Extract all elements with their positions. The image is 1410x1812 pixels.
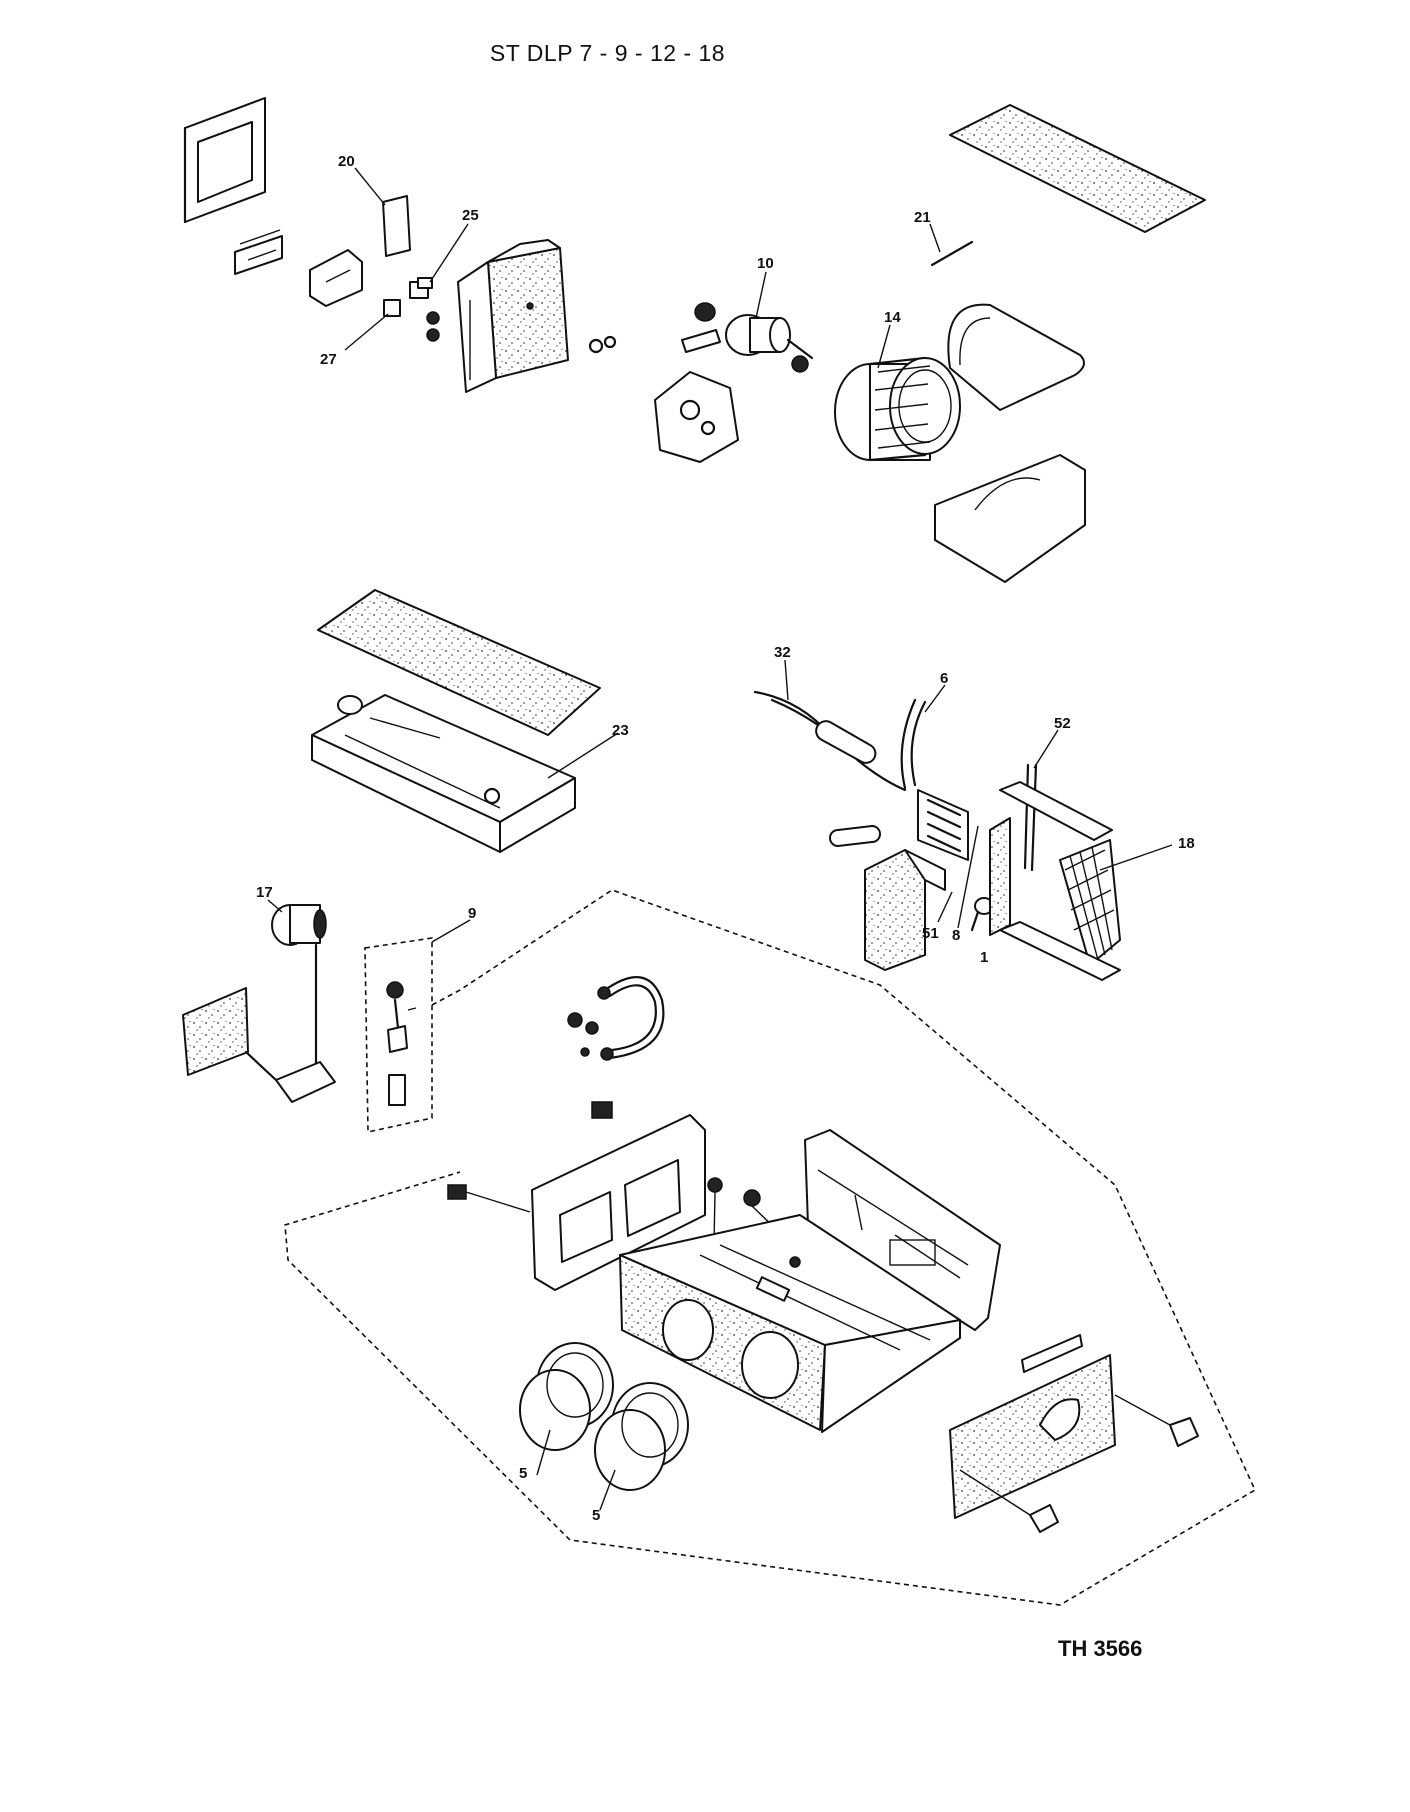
label-27: 27: [320, 351, 337, 368]
coil-18: [989, 817, 1121, 966]
label-1: 1: [980, 949, 988, 966]
top-frame-panel: [183, 97, 266, 224]
motor-10: [681, 302, 814, 373]
leader-25: [429, 223, 469, 283]
mounting-bracket-51: [864, 849, 946, 971]
hose-assembly: [567, 976, 665, 1119]
leader-51: [937, 891, 953, 923]
label-5a: 5: [519, 1465, 527, 1482]
fan-scroll-lower: [934, 454, 1086, 583]
motor-bracket: [654, 371, 739, 463]
end-panel-right: [949, 1334, 1199, 1533]
leader-14: [877, 324, 891, 369]
label-25: 25: [462, 207, 479, 224]
cover-plate-20: [382, 195, 411, 257]
diagram-title: ST DLP 7 - 9 - 12 - 18: [489, 40, 726, 66]
spigot-5a: [519, 1342, 614, 1451]
leader-52: [1033, 729, 1059, 769]
leader-20: [354, 167, 386, 206]
fan-wheel-14: [834, 356, 961, 462]
kit-9-outline: [364, 937, 433, 1133]
connector-27: [383, 299, 401, 317]
label-8: 8: [952, 927, 960, 944]
label-23: 23: [612, 722, 629, 739]
spigot-5b: [594, 1382, 689, 1491]
clip: [447, 1184, 531, 1213]
drain-tray-23: [311, 694, 576, 853]
kit-9-parts: [386, 981, 417, 1106]
electrical-box: [426, 239, 617, 393]
leader-8: [957, 825, 979, 929]
side-panel-left: [531, 1114, 706, 1291]
label-21: 21: [914, 209, 931, 226]
label-5b: 5: [592, 1507, 600, 1524]
leader-10: [755, 271, 767, 319]
casing-base: [619, 1214, 961, 1433]
float-switch-17: [271, 904, 327, 1082]
label-51: 51: [922, 925, 939, 942]
leader-23: [547, 732, 619, 779]
leader-5b: [599, 1469, 616, 1511]
coil-rail-bottom: [999, 921, 1121, 981]
probe-52: [1023, 763, 1038, 872]
capacitor-lower: [829, 825, 881, 847]
leader-5a: [536, 1429, 551, 1476]
terminal-block: [917, 789, 969, 861]
leader-6: [924, 684, 946, 713]
label-18: 18: [1178, 835, 1195, 852]
connector-25: [409, 277, 433, 299]
sensor-21: [930, 240, 974, 267]
casing-dashed-outline: [284, 889, 1257, 1606]
float-bracket: [182, 987, 336, 1103]
leader-21: [929, 223, 941, 253]
label-17: 17: [256, 884, 273, 901]
leader-9: [431, 919, 471, 943]
leader-17: [267, 899, 283, 913]
leader-27: [344, 313, 389, 351]
leader-18: [1099, 844, 1173, 871]
label-10: 10: [757, 255, 774, 272]
coil-rail-top: [999, 781, 1113, 841]
label-32: 32: [774, 644, 791, 661]
sensor-6: [900, 698, 927, 790]
filter-panel-middle: [317, 589, 601, 736]
top-filter-panel: [949, 104, 1206, 233]
capacitor-upper: [815, 720, 877, 764]
drawing-code: TH 3566: [1058, 1636, 1143, 1661]
label-6: 6: [940, 670, 948, 687]
label-9: 9: [468, 905, 476, 922]
small-bracket: [234, 229, 283, 275]
fan-scroll-upper: [947, 303, 1085, 411]
label-52: 52: [1054, 715, 1071, 732]
label-14: 14: [884, 309, 901, 326]
leader-32: [784, 659, 789, 701]
label-20: 20: [338, 153, 355, 170]
angle-bracket: [309, 249, 363, 307]
